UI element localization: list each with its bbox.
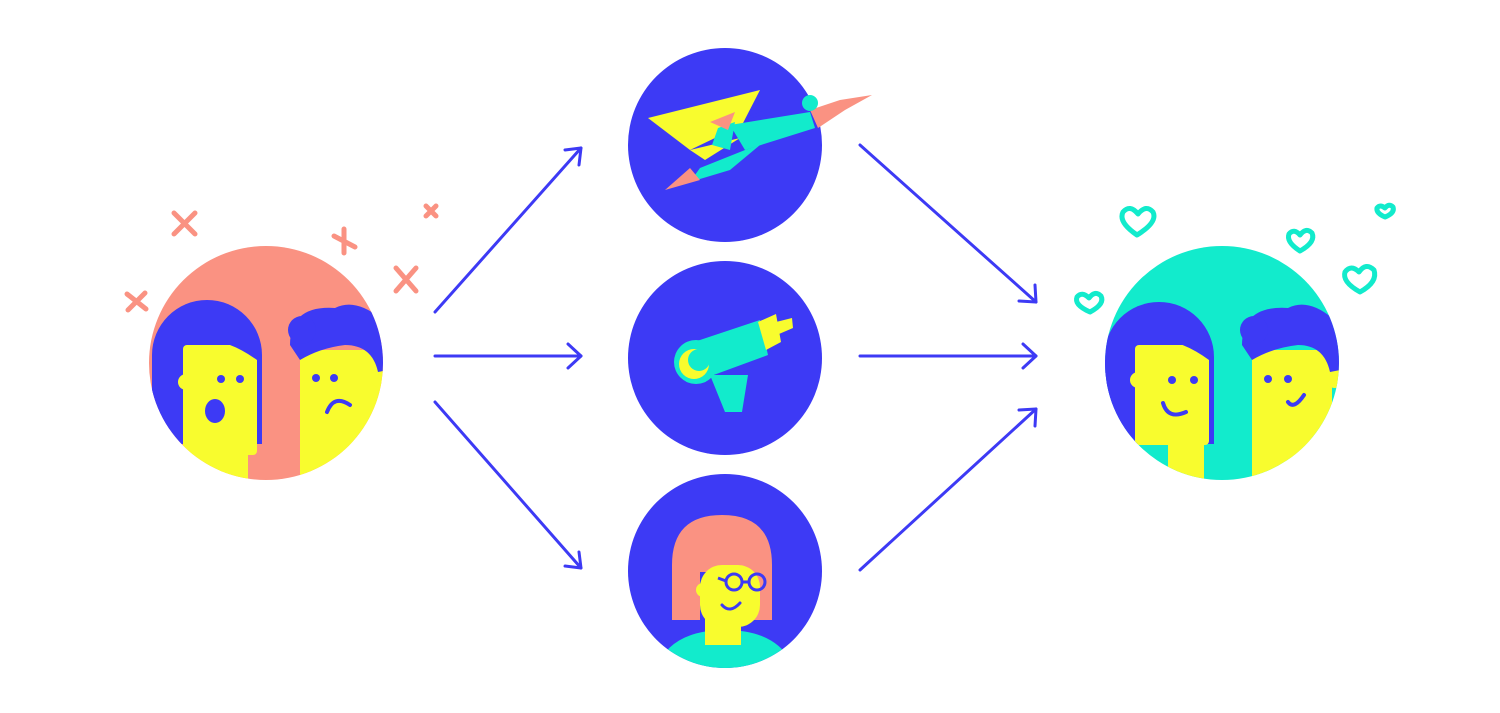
arrow-bottom-to-right xyxy=(858,407,1038,572)
left-woman-mouth xyxy=(205,399,225,423)
arrow-left-to-top xyxy=(433,146,583,314)
right-man xyxy=(1240,304,1339,480)
left-woman-eye xyxy=(236,375,244,383)
left-woman-eye xyxy=(217,375,225,383)
smiling-woman-with-glasses-icon xyxy=(628,474,822,668)
x-mark-icon xyxy=(124,203,439,313)
right-woman xyxy=(1105,302,1214,480)
heart-icon xyxy=(1074,202,1396,315)
left-man-eye xyxy=(330,374,338,382)
arrow-left-to-bottom xyxy=(433,400,583,570)
flow-arrows xyxy=(433,143,1038,572)
arrow-left-to-center xyxy=(433,342,583,370)
happy-couple-icon xyxy=(1074,202,1396,480)
power-drill-icon xyxy=(628,261,822,455)
unhappy-couple-icon xyxy=(124,203,439,480)
glasses-icon xyxy=(717,572,767,592)
left-man-mouth xyxy=(325,398,352,414)
left-woman xyxy=(152,300,262,480)
left-man-eye xyxy=(312,374,320,382)
arrow-top-to-right xyxy=(858,143,1038,304)
left-man xyxy=(288,304,383,480)
arrow-center-to-right xyxy=(858,342,1038,370)
flying-superhero-icon xyxy=(628,48,872,242)
